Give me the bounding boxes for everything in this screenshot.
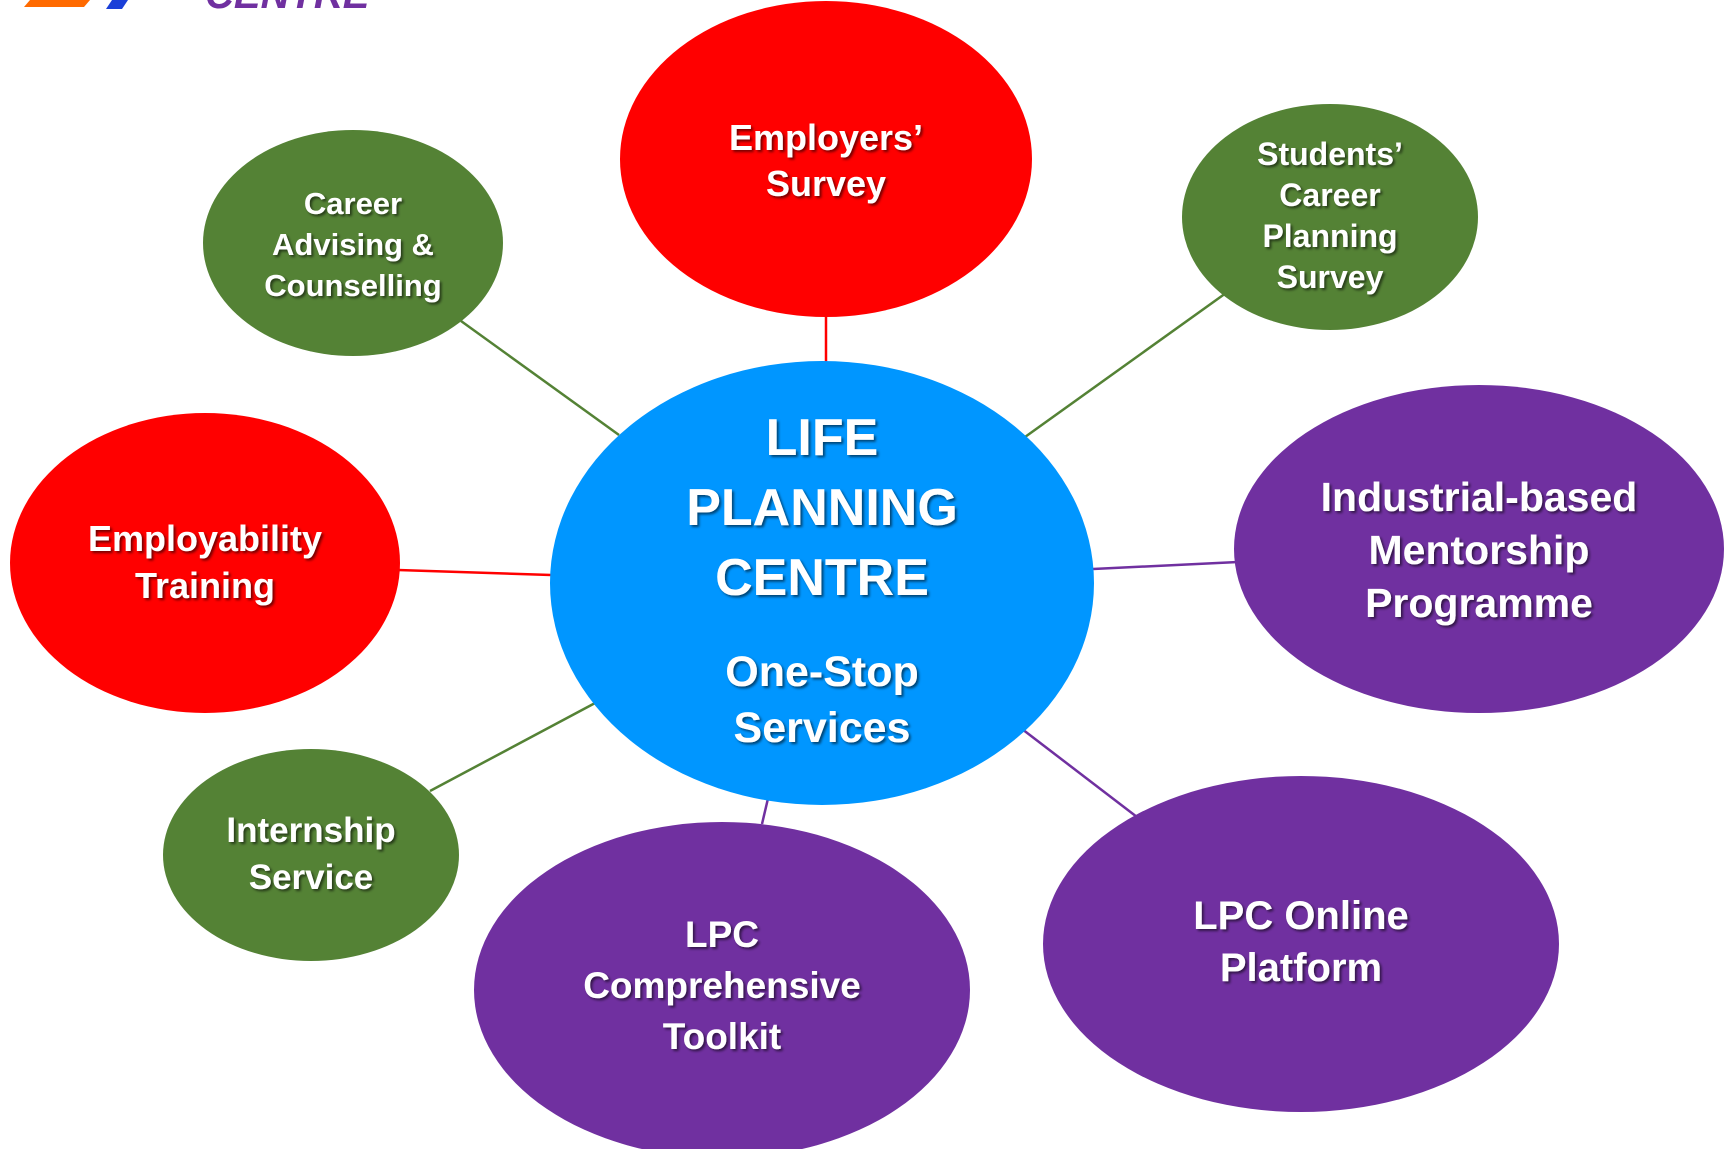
- center-node: LIFE PLANNING CENTRE One-Stop Services: [550, 361, 1094, 805]
- internship-service-label-line: Service: [249, 858, 374, 897]
- center-title-line: LIFE: [766, 409, 879, 467]
- lpc-comprehensive-toolkit-label-line: LPC: [685, 914, 759, 955]
- students-career-planning-survey-ellipse: [1182, 104, 1478, 330]
- center-title: LIFE PLANNING CENTRE: [686, 409, 958, 607]
- connector-lines: [397, 291, 1239, 825]
- career-advising-counselling-label-line: Advising &: [272, 227, 434, 262]
- employers-survey-label: Employers’ Survey: [729, 117, 923, 204]
- center-title-line: CENTRE: [715, 549, 929, 607]
- students-career-planning-survey-label-line: Planning: [1262, 218, 1397, 254]
- logo-text: CENTRE: [205, 0, 371, 17]
- logo-orange-shape: [24, 0, 90, 7]
- center-title-line: PLANNING: [686, 479, 958, 537]
- employability-training-label-line: Employability: [88, 518, 322, 559]
- center-subtitle: One-Stop Services: [725, 648, 918, 752]
- center-subtitle-line: One-Stop: [725, 648, 918, 696]
- internship-service-ellipse: [163, 749, 459, 961]
- lpc-online-platform-connector: [1021, 728, 1138, 818]
- employers-survey-label-line: Survey: [766, 163, 886, 204]
- employability-training-connector: [397, 568, 552, 577]
- students-career-planning-survey-label-line: Survey: [1277, 259, 1384, 295]
- industrial-based-mentorship-programme-label-line: Programme: [1365, 580, 1593, 626]
- lpc-comprehensive-toolkit-label-line: Toolkit: [663, 1016, 782, 1057]
- industrial-based-mentorship-programme-connector: [1092, 560, 1239, 571]
- students-career-planning-survey-connector: [1024, 291, 1227, 439]
- employability-training-label-line: Training: [135, 565, 275, 606]
- service-nodes: Employers’SurveyStudents’CareerPlanningS…: [10, 1, 1724, 1149]
- lpc-online-platform-ellipse: [1043, 776, 1559, 1112]
- internship-service-connector: [429, 700, 598, 793]
- industrial-based-mentorship-programme-label-line: Industrial-based: [1321, 474, 1638, 520]
- lpc-online-platform-label-line: Platform: [1220, 946, 1382, 990]
- employers-survey-label-line: Employers’: [729, 117, 923, 158]
- career-advising-counselling-ellipse: [203, 130, 503, 356]
- students-career-planning-survey-label-line: Career: [1279, 177, 1380, 213]
- center-subtitle-line: Services: [734, 704, 911, 752]
- internship-service-label-line: Internship: [226, 811, 395, 850]
- career-advising-counselling-label-line: Counselling: [264, 268, 441, 303]
- logo: CENTRE: [24, 0, 371, 17]
- industrial-based-mentorship-programme-label-line: Mentorship: [1369, 527, 1590, 573]
- lpc-comprehensive-toolkit-ellipse: [474, 822, 970, 1149]
- lpc-online-platform-label-line: LPC Online: [1193, 894, 1409, 938]
- employability-training-ellipse: [10, 413, 400, 713]
- lpc-comprehensive-toolkit-label-line: Comprehensive: [583, 965, 861, 1006]
- center-ellipse: [550, 361, 1094, 805]
- employers-survey-ellipse: [620, 1, 1032, 317]
- industrial-based-mentorship-programme-ellipse: [1234, 385, 1724, 713]
- career-advising-counselling-connector: [460, 319, 620, 437]
- students-career-planning-survey-label-line: Students’: [1257, 136, 1403, 172]
- employers-survey-node: Employers’ Survey: [620, 1, 1032, 317]
- career-advising-counselling-label-line: Career: [304, 186, 402, 221]
- logo-blue-shape: [106, 0, 128, 9]
